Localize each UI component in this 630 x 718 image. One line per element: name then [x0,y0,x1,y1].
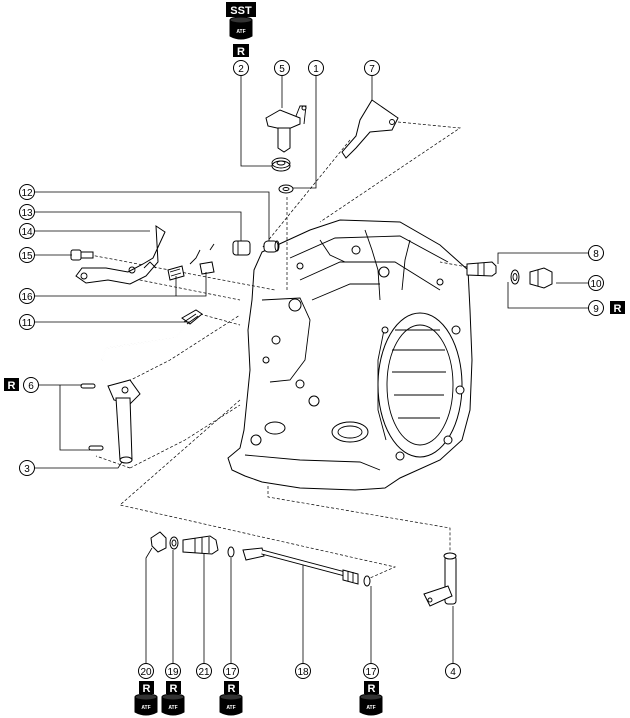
part-oil-seal-2 [271,157,291,172]
part-pins-6 [80,383,104,451]
bottom-markers-20: R ATF [134,681,158,716]
callout-5: 5 [274,60,290,76]
svg-text:19: 19 [167,667,179,678]
callout-6: 6 [23,377,39,393]
part-pin-8 [466,261,497,277]
part-oring-17b [363,575,371,587]
svg-text:R: R [237,46,245,58]
leader-lines [35,70,588,663]
part-bracket-14 [75,225,166,285]
svg-text:10: 10 [590,279,602,290]
svg-text:ATF: ATF [366,705,375,711]
svg-text:R: R [228,683,236,695]
svg-text:8: 8 [593,249,599,260]
part-connector-21 [182,535,219,555]
part-bolt-15 [70,249,94,261]
part-springs-16 [143,243,215,281]
svg-text:9: 9 [593,304,599,315]
part-washer-1 [278,184,294,194]
svg-text:R: R [8,380,16,392]
callout-3: 3 [19,460,35,476]
svg-text:3: 3 [24,464,30,475]
part-tube-11 [101,309,203,361]
svg-text:ATF: ATF [236,29,245,35]
callout-9: 9 [588,300,604,316]
callout-15: 15 [19,247,35,263]
sst-badge: SST [226,2,256,17]
callout-8: 8 [588,245,604,261]
replace-badge-9: R [610,301,625,315]
svg-text:ATF: ATF [226,705,235,711]
part-oring-17a [227,546,235,558]
svg-text:R: R [614,303,622,315]
svg-text:R: R [143,683,151,695]
callout-21: 21 [196,663,212,679]
svg-text:7: 7 [369,64,375,75]
callout-12: 12 [19,184,35,200]
part-oring-19 [169,536,179,550]
callout-14: 14 [19,223,35,239]
part-cap-20 [150,531,167,553]
svg-text:16: 16 [21,292,33,303]
callout-19: 19 [165,663,181,679]
part-gasket-9 [510,269,520,285]
svg-text:14: 14 [21,227,33,238]
callout-11: 11 [19,314,35,330]
callout-1: 1 [308,60,324,76]
callout-17a: 17 [223,663,239,679]
svg-text:20: 20 [140,667,152,678]
part-plug-10 [529,267,553,289]
replace-badge-6: R [4,378,19,392]
replace-badge: R [233,44,249,58]
svg-text:17: 17 [225,667,237,678]
part-shaft-3 [107,379,141,464]
svg-text:6: 6 [28,381,34,392]
callout-17b: 17 [363,663,379,679]
part-lever-7 [341,99,399,159]
svg-text:13: 13 [21,208,33,219]
assembly-guide-lines [79,121,468,579]
part-lever-4 [423,552,457,607]
svg-text:12: 12 [21,188,33,199]
svg-text:R: R [368,683,376,695]
svg-text:18: 18 [297,667,309,678]
svg-text:5: 5 [279,64,285,75]
part-sleeve-12 [263,240,280,253]
part-shaft-5 [265,105,307,153]
svg-text:11: 11 [22,318,33,329]
part-pipe-18 [242,547,359,585]
callout-13: 13 [19,204,35,220]
svg-text:ATF: ATF [141,705,150,711]
callout-4: 4 [445,663,461,679]
svg-text:21: 21 [198,667,210,678]
callout-10: 10 [588,275,604,291]
callout-16: 16 [19,288,35,304]
atf-oil-icon: ATF [229,16,253,40]
svg-text:1: 1 [313,64,319,75]
svg-text:ATF: ATF [168,705,177,711]
bottom-markers-19: R ATF [161,681,185,716]
callout-2: 2 [233,60,249,76]
part-bushing-13 [232,240,251,256]
bottom-markers-17b: R ATF [359,681,383,716]
svg-text:15: 15 [21,251,33,262]
svg-text:2: 2 [238,64,244,75]
svg-text:4: 4 [450,667,456,678]
transaxle-case [227,219,473,491]
svg-text:17: 17 [365,667,377,678]
svg-text:R: R [170,683,178,695]
callout-7: 7 [364,60,380,76]
callout-18: 18 [295,663,311,679]
svg-text:SST: SST [230,5,252,17]
callout-20: 20 [138,663,154,679]
bottom-markers-17a: R ATF [219,681,243,716]
